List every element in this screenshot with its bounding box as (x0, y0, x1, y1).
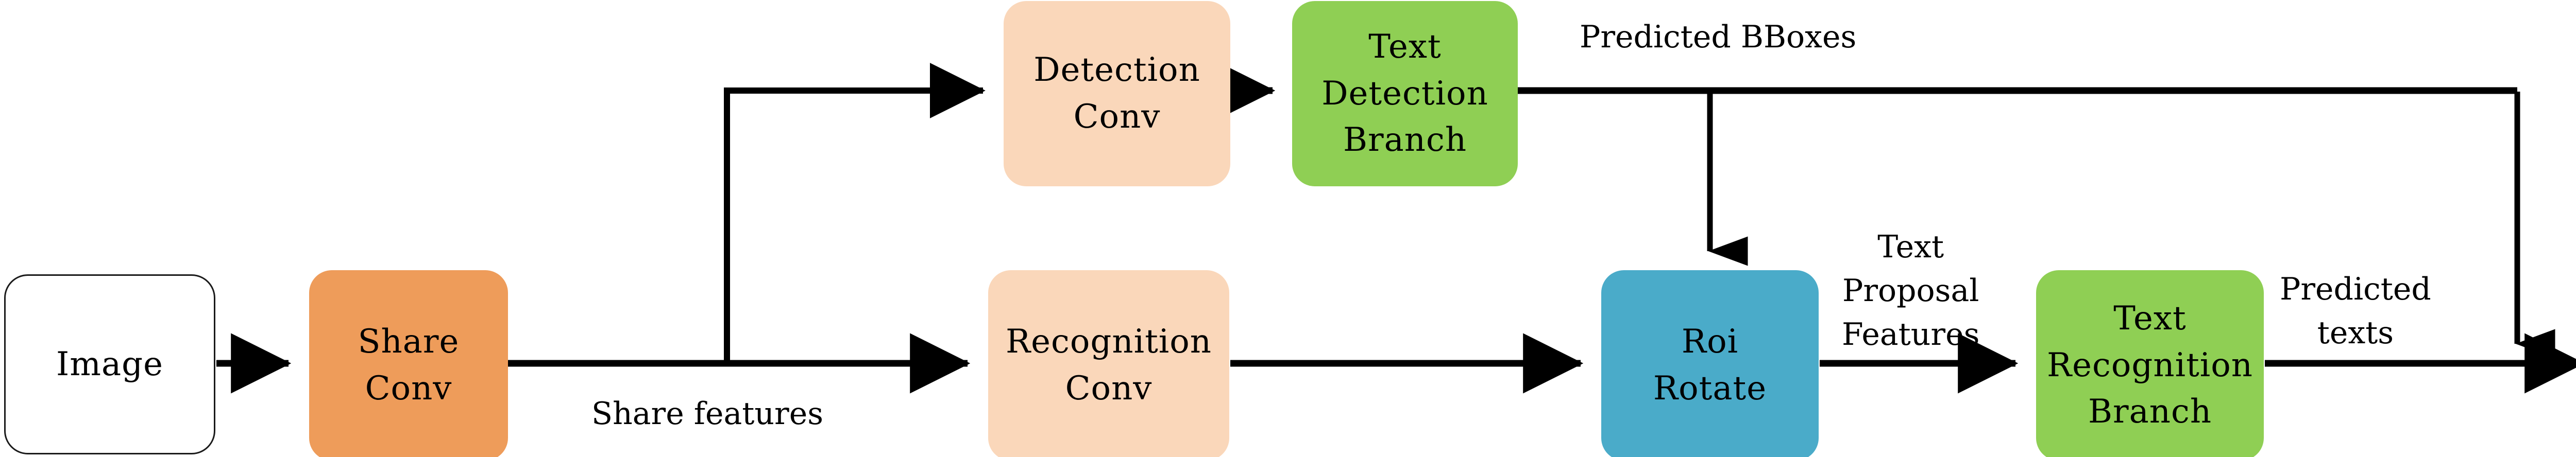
edge-share-conv-to-detection-conv (724, 63, 986, 363)
node-roi-rotate[interactable]: Roi Rotate (1601, 270, 1819, 457)
node-text-detection-branch[interactable]: Text Detection Branch (1292, 1, 1518, 186)
node-text-recognition-branch-label-3: Branch (2088, 393, 2212, 431)
edge-label-text-proposal-features-line-2: Proposal (1842, 273, 1979, 309)
node-recognition-conv-label-2: Conv (1065, 370, 1153, 408)
node-detection-conv-label-1: Detection (1033, 51, 1200, 90)
node-recognition-conv[interactable]: Recognition Conv (988, 270, 1229, 457)
node-roi-rotate-label-1: Roi (1681, 323, 1739, 361)
edge-label-text-proposal-features-line-1: Text (1877, 229, 1944, 265)
edge-label-predicted-texts: Predicted texts (2280, 268, 2431, 355)
node-text-detection-branch-label-2: Detection (1321, 74, 1488, 113)
edge-label-share-features-line-1: Share features (591, 396, 823, 432)
node-text-detection-branch-label-1: Text (1368, 27, 1442, 66)
node-image-label-1: Image (56, 345, 163, 383)
edge-label-predicted-bboxes-line-1: Predicted BBoxes (1580, 19, 1857, 55)
node-recognition-conv-label-1: Recognition (1005, 323, 1212, 361)
edge-label-predicted-bboxes: Predicted BBoxes (1580, 15, 1856, 59)
edge-label-text-proposal-features: Text Proposal Features (1842, 225, 1979, 357)
node-image[interactable]: Image (4, 274, 215, 454)
node-detection-conv[interactable]: Detection Conv (1004, 1, 1230, 186)
node-share-conv-label-1: Share (358, 323, 460, 361)
node-roi-rotate-label-2: Rotate (1653, 370, 1767, 408)
node-detection-conv-label-2: Conv (1073, 98, 1161, 136)
edge-label-predicted-texts-line-1: Predicted (2280, 271, 2431, 307)
edge-label-predicted-texts-line-2: texts (2317, 315, 2394, 351)
edge-label-share-features: Share features (591, 392, 823, 436)
node-share-conv[interactable]: Share Conv (309, 270, 508, 457)
node-text-recognition-branch[interactable]: Text Recognition Branch (2036, 270, 2264, 457)
node-text-recognition-branch-label-2: Recognition (2046, 346, 2253, 384)
node-text-detection-branch-label-3: Branch (1343, 121, 1467, 160)
node-text-recognition-branch-label-1: Text (2113, 299, 2187, 338)
node-share-conv-label-2: Conv (365, 370, 452, 408)
edge-label-text-proposal-features-line-3: Features (1842, 317, 1980, 353)
